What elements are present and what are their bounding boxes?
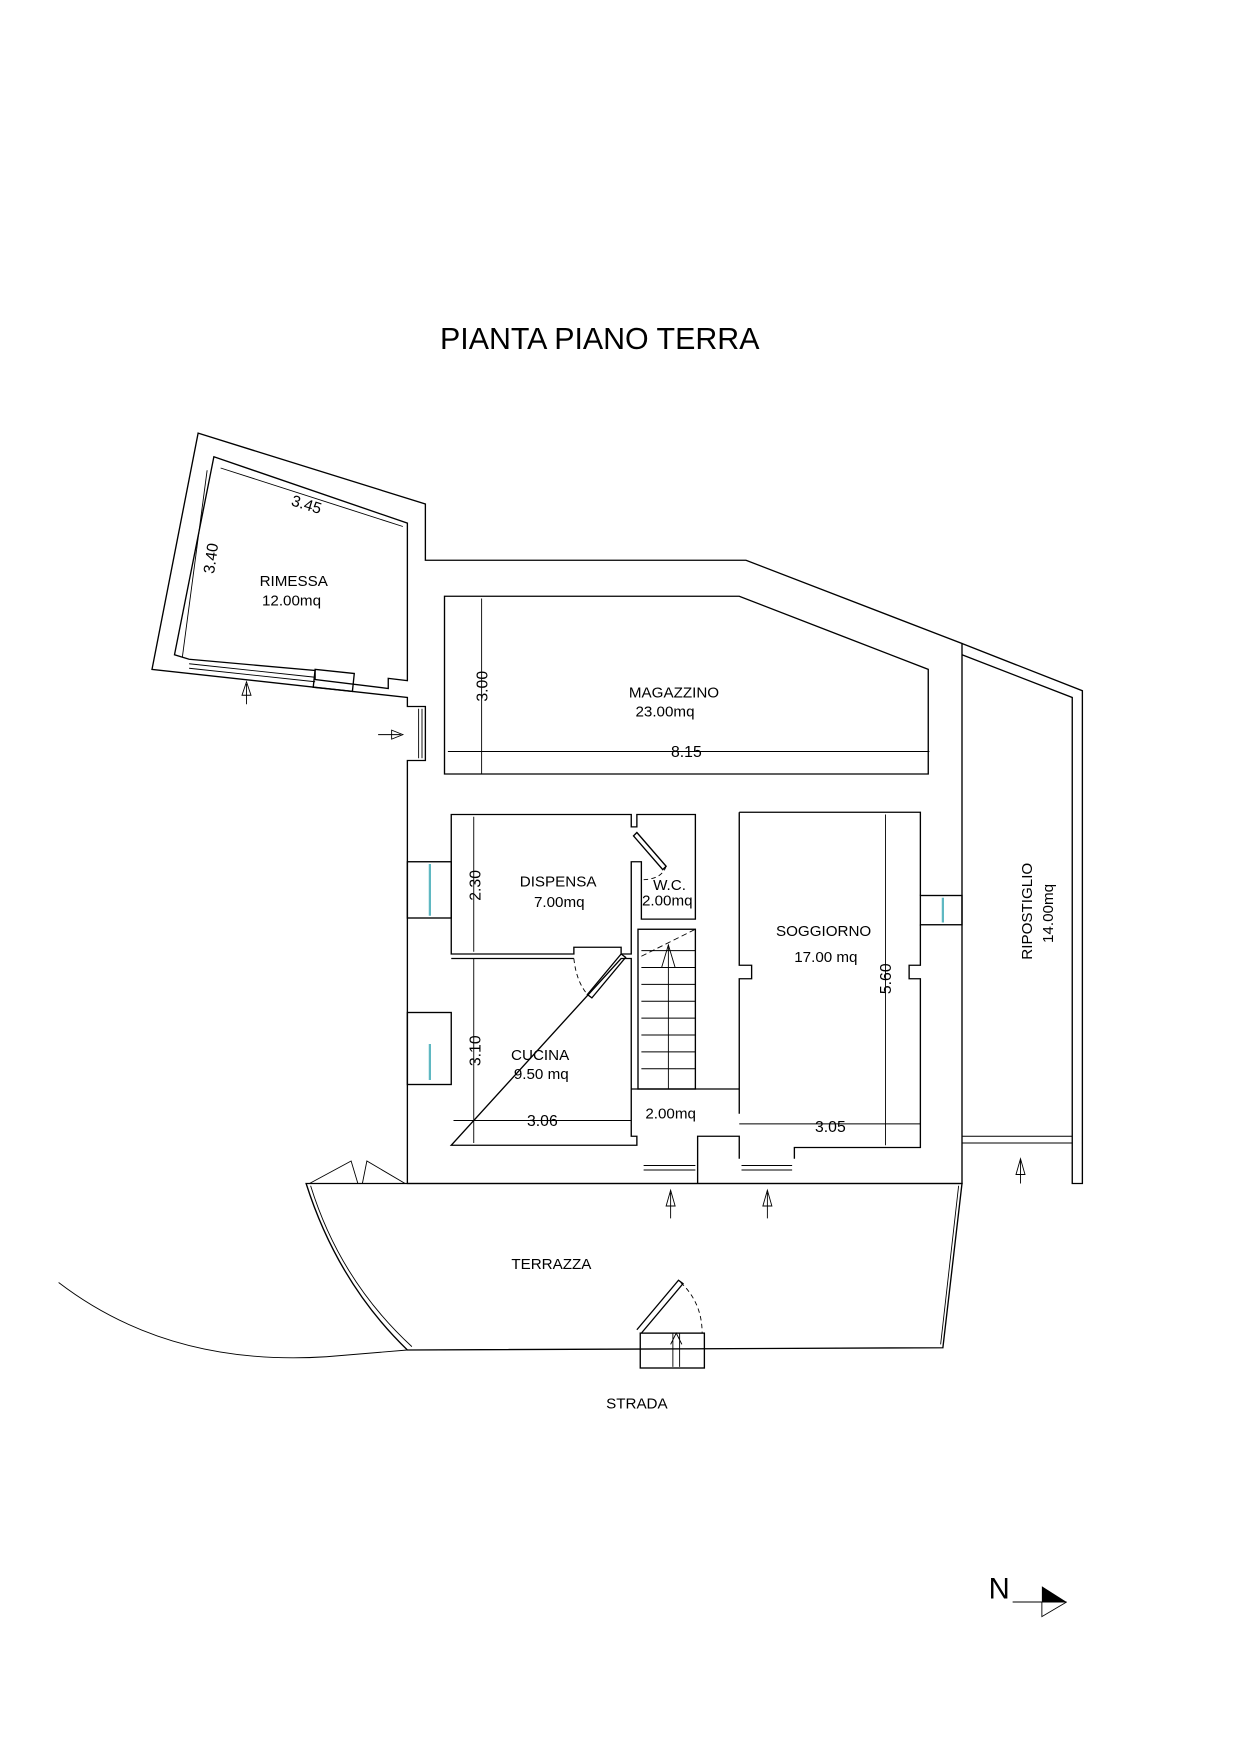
- outer-walls: [151, 432, 963, 1185]
- entrance-gate: [636, 1279, 706, 1369]
- strada-label: STRADA: [606, 1396, 668, 1413]
- entry-arrows: [241, 680, 1026, 1219]
- dim-cucina-width: 3.06: [527, 1113, 558, 1130]
- soggiorno-area: 17.00 mq: [794, 949, 857, 966]
- dim-rimessa-depth: 3.40: [201, 542, 222, 575]
- dim-magazzino-depth: 3.00: [474, 671, 491, 702]
- dispensa-area: 7.00mq: [534, 894, 585, 911]
- dim-cucina-depth: 3.10: [468, 1035, 485, 1066]
- cucina-label: CUCINA: [511, 1047, 570, 1064]
- dim-dispensa-depth: 2.30: [468, 870, 485, 901]
- dim-soggiorno-width: 3.05: [815, 1119, 846, 1136]
- dim-rimessa-width: 3.45: [289, 493, 324, 518]
- wc-label: W.C.: [653, 877, 686, 894]
- dispensa-label: DISPENSA: [520, 874, 598, 891]
- ripostiglio-area: 14.00mq: [1040, 884, 1057, 943]
- room-ripostiglio: [961, 642, 1084, 1185]
- terrazza-outline: [305, 1182, 963, 1351]
- north-arrow-icon: N: [989, 1574, 1067, 1618]
- magazzino-label: MAGAZZINO: [629, 685, 719, 702]
- room-dispensa: [450, 813, 697, 955]
- north-label: N: [989, 1574, 1010, 1606]
- dim-magazzino-length: 8.15: [671, 744, 702, 761]
- terrazza-label: TERRAZZA: [511, 1256, 592, 1273]
- ripostiglio-label: RIPOSTIGLIO: [1019, 863, 1036, 960]
- soggiorno-label: SOGGIORNO: [776, 923, 871, 940]
- room-magazzino: [443, 595, 929, 775]
- windows: [406, 708, 963, 1171]
- dim-soggiorno-length: 5.60: [878, 963, 895, 994]
- disimpegno-area: 2.00mq: [645, 1105, 696, 1122]
- cucina-area: 9.50 mq: [514, 1066, 569, 1083]
- staircase: [637, 928, 697, 1090]
- rimessa-label: RIMESSA: [260, 573, 329, 590]
- wc-area: 2.00mq: [642, 893, 693, 910]
- rimessa-area: 12.00mq: [262, 592, 321, 609]
- magazzino-area: 23.00mq: [635, 704, 694, 721]
- room-cucina: [449, 957, 638, 1146]
- plan-title: PIANTA PIANO TERRA: [440, 323, 760, 356]
- road-edge: [58, 1282, 408, 1359]
- room-soggiorno: [696, 811, 922, 1184]
- dimension-lines: [181, 467, 930, 1146]
